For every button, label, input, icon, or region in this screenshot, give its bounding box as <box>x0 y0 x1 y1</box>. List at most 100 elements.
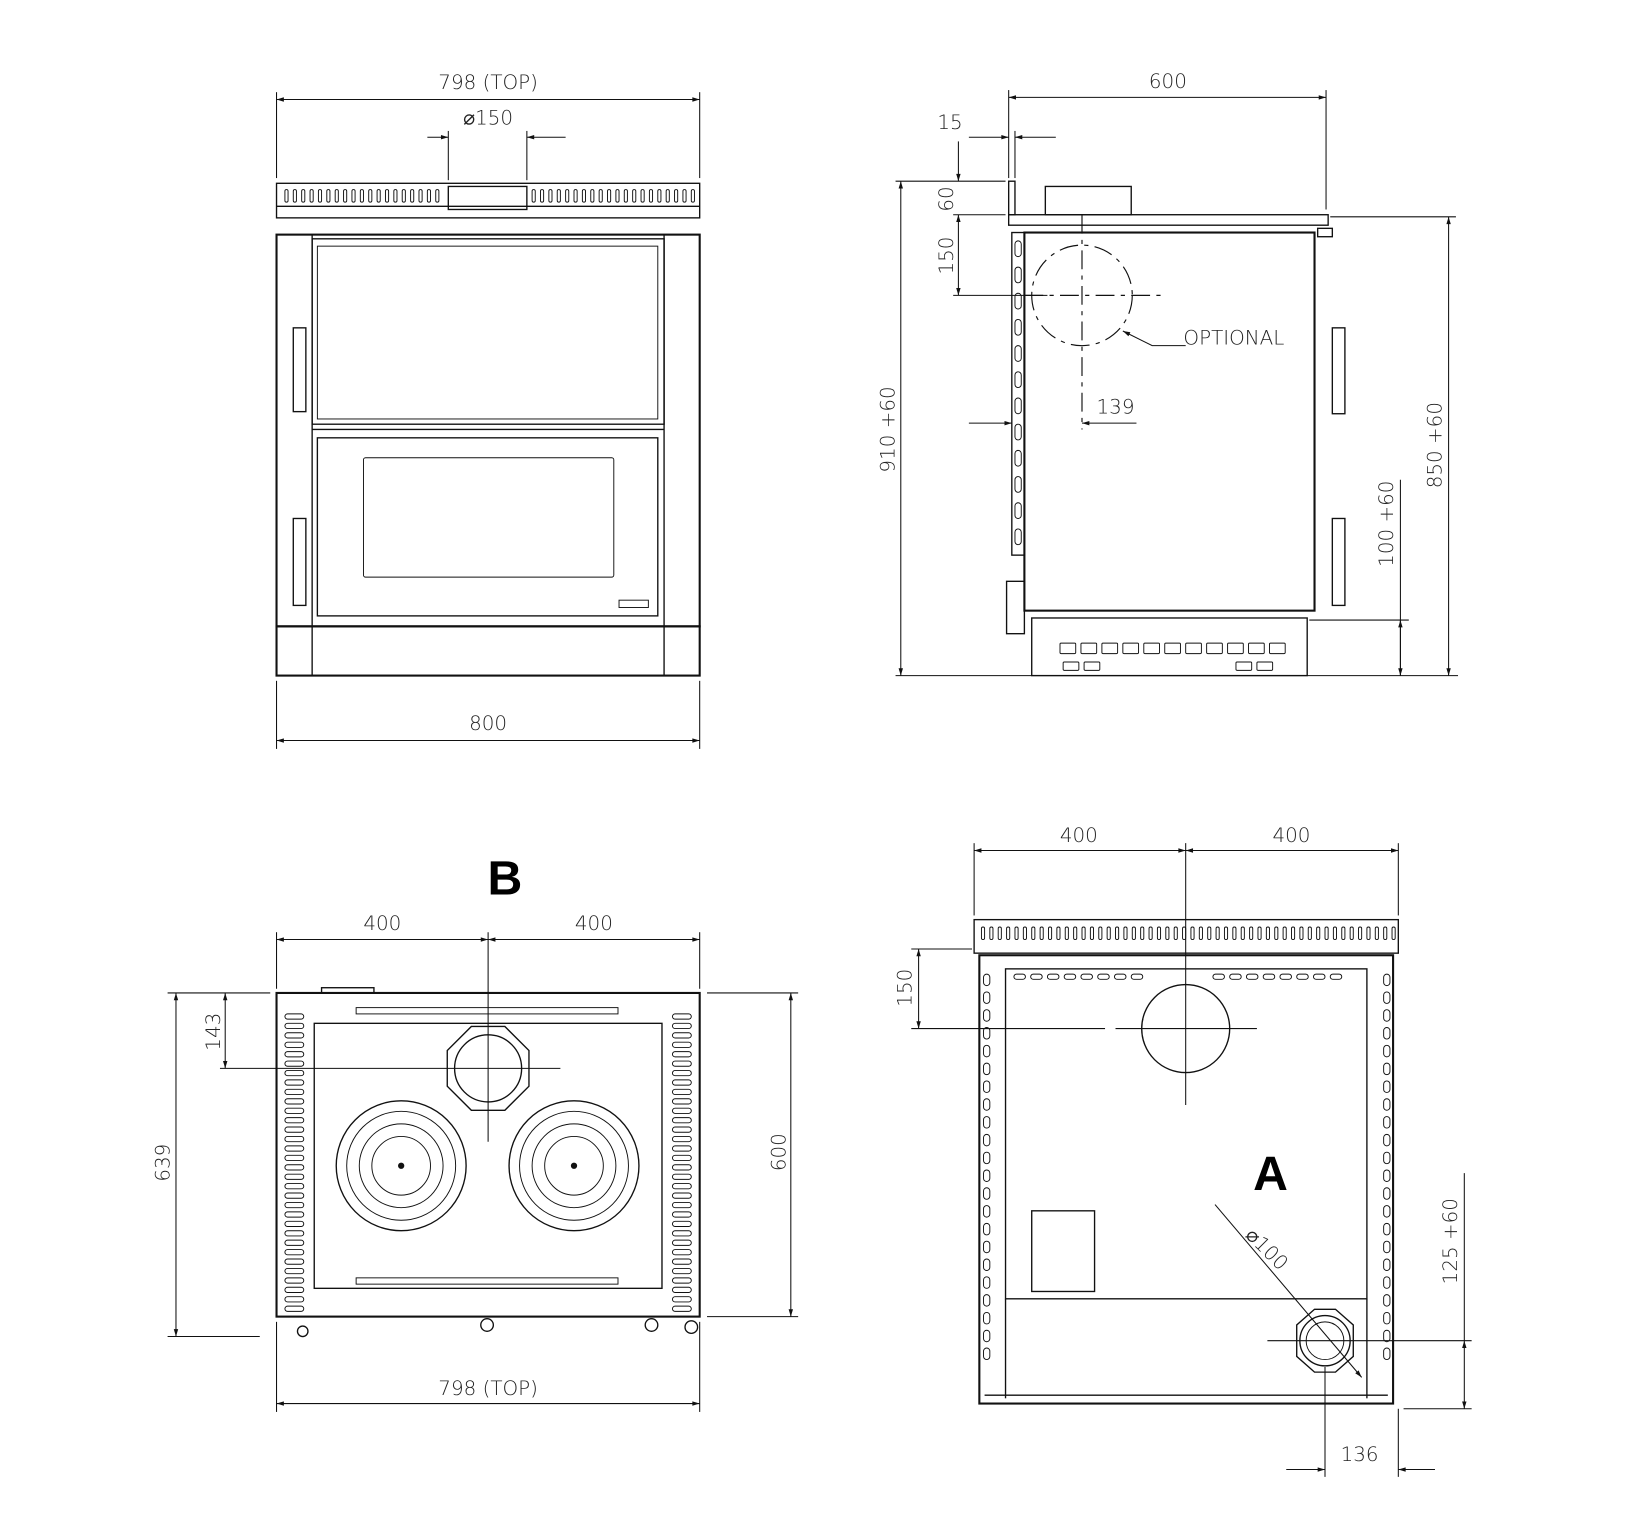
dim-top-width-bottom: 798 (TOP) <box>438 1377 538 1400</box>
vent-slot <box>393 189 398 203</box>
vent-slot <box>671 1286 692 1293</box>
vent-slot <box>1383 1222 1391 1236</box>
vent-slot <box>1014 502 1022 519</box>
vent-slot <box>983 1062 991 1076</box>
vent-slot <box>1207 926 1212 941</box>
vent-slot <box>671 1051 692 1058</box>
vent-slot <box>980 926 986 941</box>
dim-plinth-height: 100 +60 <box>1375 481 1398 567</box>
side-view: 600 15 60 150 910 +60 139 OPTIONAL 850 +… <box>877 70 1459 677</box>
inspection-panel <box>1031 1210 1096 1293</box>
vent-slot <box>1324 926 1329 941</box>
vent-slot <box>1383 1240 1391 1254</box>
vent-slot <box>671 1032 692 1039</box>
vent-slot <box>1265 926 1270 941</box>
dim-flue-height: 60 <box>935 186 958 211</box>
flue-opening <box>446 1025 530 1111</box>
dim-top-right-half: 400 <box>575 912 613 935</box>
vent-slot <box>1140 926 1145 941</box>
vent-slot <box>1014 371 1022 389</box>
flue-collar <box>1044 185 1132 216</box>
vent-slot <box>983 1276 991 1289</box>
front-view: 798 (TOP) ⌀150 800 <box>275 71 701 749</box>
vent-slot <box>671 1154 692 1162</box>
vent-slot <box>1014 266 1022 284</box>
vent-slot <box>540 189 545 203</box>
vent-slot <box>284 1135 305 1143</box>
dim-optional-flue-offset: 139 <box>1097 396 1135 419</box>
vent-slot <box>1063 973 1077 980</box>
vent-slot <box>284 1183 305 1190</box>
vent-slot <box>1014 528 1022 546</box>
dim-flue-diameter: ⌀150 <box>463 107 513 130</box>
vent-slot <box>1206 642 1223 655</box>
vent-slot <box>573 189 578 203</box>
vent-slot <box>1223 926 1229 941</box>
vent-slot <box>1059 642 1077 655</box>
dim-air-inlet-offset: 136 <box>1341 1443 1379 1466</box>
foot <box>684 1320 699 1335</box>
door-handle <box>292 517 307 607</box>
vent-slot <box>284 1267 305 1275</box>
dim-back-offset: 15 <box>937 111 962 134</box>
vent-slot <box>989 926 994 941</box>
dim-body-depth: 600 <box>768 1133 791 1171</box>
vent-slot <box>1262 973 1276 980</box>
vent-slot <box>671 1230 692 1237</box>
vent-slot <box>590 189 595 203</box>
lower-firebox-door <box>316 437 659 617</box>
vent-slot <box>1245 973 1259 980</box>
vent-slot <box>284 1249 305 1256</box>
foot <box>644 1318 659 1332</box>
vent-slot <box>1383 973 1391 987</box>
optional-label: OPTIONAL <box>1183 327 1284 350</box>
vent-slot <box>1383 1080 1391 1093</box>
vent-slot <box>598 189 603 203</box>
vent-slot <box>1106 926 1111 941</box>
vent-slot <box>334 189 339 203</box>
vent-slot <box>983 1133 991 1147</box>
vent-slot <box>1383 1133 1391 1147</box>
vent-slot <box>1014 926 1019 941</box>
vent-slot <box>1014 240 1022 258</box>
vent-slot <box>665 189 670 203</box>
dim-flue-from-top: 150 <box>893 969 916 1007</box>
vent-slot <box>1383 991 1391 1004</box>
dim-back-right-half: 400 <box>1272 824 1310 847</box>
vent-slot <box>1313 973 1326 980</box>
vent-slot <box>401 189 406 203</box>
vent-slot <box>1291 926 1296 941</box>
vent-slot <box>284 1013 305 1020</box>
vent-slot <box>983 1116 991 1129</box>
vent-slot <box>671 1239 692 1246</box>
brand-plate <box>618 599 649 608</box>
vent-slot <box>1131 926 1136 941</box>
vent-slot <box>1030 973 1043 980</box>
vent-slot <box>1113 973 1127 980</box>
vent-slot <box>671 1145 692 1152</box>
vent-slot <box>1383 1347 1391 1361</box>
side-plinth <box>1031 617 1308 677</box>
vent-slot <box>284 1032 305 1039</box>
vent-slot <box>1130 973 1144 980</box>
vent-slot <box>343 189 348 203</box>
vent-slot <box>284 1239 305 1246</box>
vent-slot <box>284 1098 305 1105</box>
vent-slot <box>1332 926 1337 941</box>
vent-slot <box>607 189 612 203</box>
vent-slot <box>671 1135 692 1143</box>
vent-slot <box>1122 642 1140 655</box>
vent-slot <box>983 1151 991 1165</box>
vent-slot <box>284 1117 305 1124</box>
vent-slot <box>1039 926 1044 941</box>
view-label-a: A <box>1253 1147 1288 1201</box>
vent-slot <box>1062 661 1080 671</box>
vent-slot <box>284 1060 305 1067</box>
vent-slot <box>1383 926 1388 941</box>
vent-slot <box>632 189 637 203</box>
vent-slot <box>1383 1329 1391 1343</box>
vent-slot <box>1240 926 1245 941</box>
vent-slot <box>671 1164 692 1171</box>
vent-slot <box>1383 1044 1391 1058</box>
vent-slot <box>1248 642 1265 655</box>
